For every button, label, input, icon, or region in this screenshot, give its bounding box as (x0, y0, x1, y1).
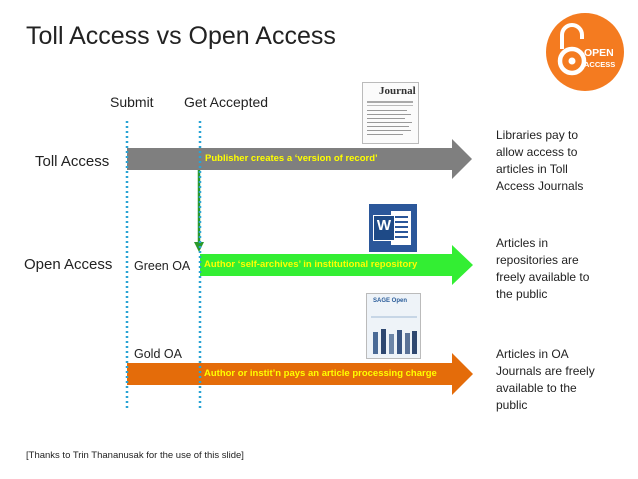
credit-note: [Thanks to Trin Thananusak for the use o… (26, 450, 244, 461)
open-access-label: Open Access (24, 256, 113, 273)
toll-access-label: Toll Access (35, 153, 110, 170)
submit-header: Submit (110, 94, 154, 110)
gold-oa-label: Gold OA (134, 347, 182, 361)
toll-side-text: Libraries pay to allow access to article… (496, 128, 584, 193)
sage-open-text: SAGE Open (373, 298, 408, 304)
green-oa-arrow (200, 245, 473, 285)
open-access-logo: OPEN ACCESS (546, 13, 624, 91)
logo-line1: OPEN (584, 47, 614, 59)
gold-arrow-text: Author or instit’n pays an article proce… (204, 368, 437, 379)
green-arrow-text: Author ‘self-archives’ in institutional … (204, 259, 418, 270)
logo-line2: ACCESS (584, 60, 616, 69)
word-letter: W (376, 217, 392, 234)
journal-title: Journal (379, 85, 416, 97)
toll-arrow-text: Publisher creates a ‘version of record’ (205, 153, 378, 164)
word-icon: W (369, 204, 417, 252)
gold-oa-arrow (127, 353, 473, 395)
journal-icon: Journal (362, 82, 419, 144)
green-oa-label: Green OA (134, 259, 191, 273)
sage-open-journal-icon: SAGE Open (366, 293, 421, 359)
gold-side-text: Articles in OA Journals are freely avail… (496, 347, 595, 412)
open-lock-icon (557, 23, 587, 76)
slide-title: Toll Access vs Open Access (26, 22, 336, 50)
toll-access-arrow (127, 139, 472, 179)
accepted-header: Get Accepted (184, 94, 269, 110)
green-side-text: Articles in repositories are freely avai… (496, 236, 590, 301)
